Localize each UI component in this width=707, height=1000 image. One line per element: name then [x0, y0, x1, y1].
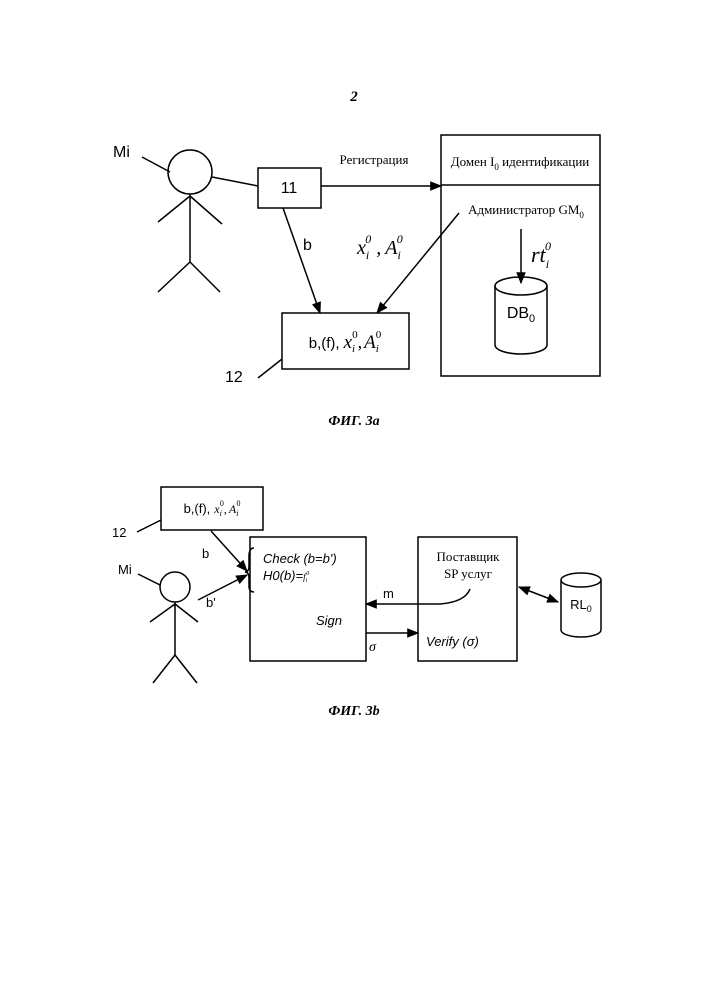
box12-A-sub: i: [376, 343, 379, 355]
admin-label: Администратор GM0: [468, 202, 584, 220]
box12-label-3b: 12: [112, 525, 126, 540]
verify-label: Verify (σ): [426, 634, 479, 649]
db-sub: 0: [529, 313, 535, 325]
rt-label: rti0: [531, 239, 551, 271]
db0-label: DB0: [507, 305, 535, 325]
box12-content-3b: b,(f),xi0,Ai0: [184, 499, 241, 518]
box12-3b-sep: ,: [224, 502, 227, 516]
domain-header-prefix: Домен I: [451, 154, 495, 169]
caption-3a: ФИГ. 3а: [328, 414, 379, 429]
box12-sep: ,: [358, 332, 363, 352]
arrow-b-label-3b: b: [202, 546, 209, 561]
domain-header: Домен I0 идентификации: [451, 154, 590, 172]
actor-to-box11-line: [212, 177, 258, 186]
box12-3b-A-sup: 0: [236, 499, 240, 508]
actor-pointer-line: [142, 157, 170, 172]
rt-sub: i: [546, 257, 549, 271]
actor-figure-3b: [150, 572, 198, 683]
rl-sub: 0: [587, 604, 592, 614]
h0-f-sup: 0: [306, 571, 309, 577]
box12-3b-x-sub: i: [220, 509, 222, 518]
rl0-top: [561, 573, 601, 587]
registration-label: Регистрация: [340, 152, 409, 167]
actor-arm-left-3b: [150, 604, 175, 622]
sigma-label: σ: [369, 640, 377, 655]
actor-leg-left-3b: [153, 655, 175, 683]
box12-prefix-3a: b,(f),: [309, 335, 340, 352]
box12-pointer-line: [258, 359, 282, 378]
page-number: 2: [349, 89, 358, 105]
arrow-b-label-3a: b: [303, 237, 312, 254]
arrow-b-3a: [283, 208, 320, 313]
actor-pointer-line-3b: [138, 574, 160, 585]
box-12-3b: [161, 487, 263, 530]
db-prefix: DB: [507, 305, 529, 322]
provider-label-line2: SP услуг: [444, 566, 492, 581]
h0-text: H0(b)=: [263, 568, 304, 583]
actor-leg-right-3b: [175, 655, 197, 683]
box12-label-3a: 12: [225, 369, 243, 386]
box12-A: A: [362, 332, 376, 353]
box12-pointer-line-3b: [137, 520, 161, 532]
cred-sep: ,: [376, 237, 381, 259]
credential-label: xi0,Ai0: [356, 232, 403, 262]
box12-prefix-3b: b,(f),: [184, 501, 211, 516]
box12-3b-A-sub: i: [236, 509, 238, 518]
actor-leg-left: [158, 262, 190, 292]
admin-sub: 0: [579, 210, 584, 220]
provider-rl-arrow: [519, 587, 558, 602]
arrow-b-3b: [211, 531, 247, 571]
rt-sup: 0: [545, 239, 551, 253]
rl-prefix: RL: [570, 597, 587, 612]
caption-3b: ФИГ. 3b: [328, 704, 379, 719]
check-label: Check (b=b'): [263, 551, 337, 566]
admin-prefix: Администратор GM: [468, 202, 580, 217]
m-label: m: [383, 586, 394, 601]
cred-x-sup: 0: [365, 232, 371, 246]
h0-label: H0(b)=fi0: [263, 568, 309, 584]
h0-f-sub: i: [306, 578, 308, 584]
domain-header-suffix: идентификации: [499, 154, 589, 169]
actor-label-3b: Mi: [118, 562, 132, 577]
cred-A-sup: 0: [397, 232, 403, 246]
actor-arm-left: [158, 196, 190, 222]
actor-arm-right: [190, 196, 222, 224]
actor-label-3a: Mi: [113, 144, 130, 161]
actor-head: [168, 150, 212, 194]
cred-A-sub: i: [397, 248, 400, 262]
rl0-label: RL0: [570, 597, 592, 614]
cred-x-sub: i: [366, 248, 369, 262]
box12-x-sub: i: [352, 343, 355, 355]
actor-leg-right: [190, 262, 220, 292]
box12-content-3a: b,(f),xi0,Ai0: [309, 329, 382, 355]
provider-label-line1: Поставщик: [436, 549, 500, 564]
arrow-b-prime-label-3b: b': [206, 595, 216, 610]
actor-head-3b: [160, 572, 190, 602]
box11-label: 11: [281, 180, 298, 197]
actor-arm-right-3b: [175, 604, 198, 622]
sign-label: Sign: [316, 613, 342, 628]
admin-to-box12-arrow: [377, 213, 459, 313]
box12-A-sup: 0: [376, 329, 382, 341]
